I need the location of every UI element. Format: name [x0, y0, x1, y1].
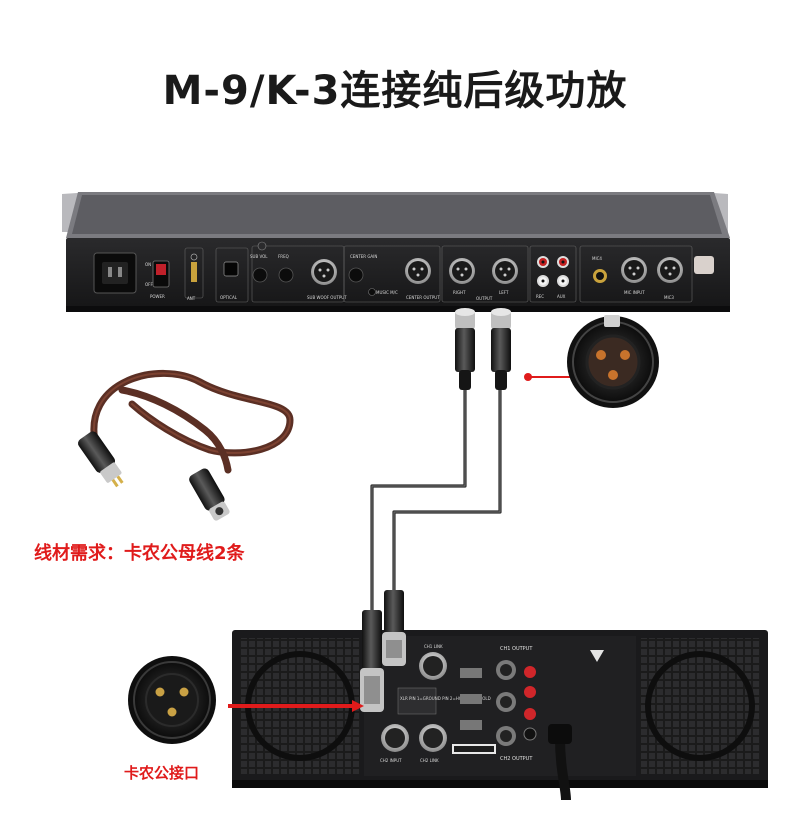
ch1-link-label: CH1 LINK	[424, 644, 443, 649]
amplifier-barcode-strip	[452, 744, 496, 754]
rec-label: REC	[536, 294, 544, 299]
cable-a	[370, 388, 467, 612]
ch2-link-label: CH2 LINK	[420, 758, 439, 763]
aux-label: AUX	[557, 294, 566, 299]
cable-requirement-label: 线材需求：卡农公母线2条	[34, 543, 245, 564]
ch2-output-label: CH2 OUTPUT	[500, 756, 533, 762]
left-label: LEFT	[499, 290, 509, 295]
music-mic-switch	[368, 288, 376, 296]
off-label: OFF	[145, 282, 153, 287]
page-title: M-9/K-3连接纯后级功放	[162, 68, 628, 114]
male-xlr-callout	[128, 656, 364, 744]
ch1-output-label: CH1 OUTPUT	[500, 646, 533, 652]
freq-knob	[278, 267, 294, 283]
center-gain-knob	[348, 267, 364, 283]
power-label: POWER	[150, 294, 165, 299]
on-label: ON	[145, 262, 151, 267]
xlr-male-label: 卡农公接口	[124, 764, 200, 782]
ch1-binding-post-red	[524, 666, 536, 678]
ch2-binding-post-black	[523, 727, 537, 741]
warning-triangle	[590, 650, 604, 662]
center-output-label: CENTER OUTPUT	[406, 295, 440, 300]
ant-label: ANT	[187, 296, 196, 301]
certification-sticker	[694, 256, 714, 274]
freq-label: FREQ	[278, 254, 289, 259]
pin-info-label: XLR PIN 1=GROUND PIN 2=HOT PIN 3=COLD	[400, 696, 491, 701]
amplifier-power-cable	[555, 737, 571, 801]
xlr-female-plug-right	[455, 308, 475, 390]
subwoofer-output-label: SUB WOOF OUTPUT	[307, 295, 347, 300]
output-label: OUTPUT	[476, 296, 493, 301]
mic-input-label: MIC INPUT	[624, 290, 645, 295]
right-label: RIGHT	[453, 290, 466, 295]
amplifier-rear-panel: PUT CH1 LINK CH2 INPUT CH2 LINK XLR PIN …	[232, 630, 768, 801]
music-mic-label: MUSIC M/C	[376, 290, 398, 295]
optical-label: OPTICAL	[220, 295, 238, 300]
ch2-input-label: CH2 INPUT	[380, 758, 402, 763]
sub-vol-knob	[252, 267, 268, 283]
xlr-male-plug-lower	[360, 610, 384, 712]
fan-grill-right	[640, 638, 760, 774]
optical-port	[223, 261, 239, 277]
processor-rear-panel: ON OFF POWER ANT OPTICAL SUB VOL FREQ	[62, 192, 730, 312]
ch2-binding-post-red	[524, 708, 536, 720]
sub-vol-label: SUB VOL	[250, 254, 268, 259]
antenna-connector	[191, 262, 197, 282]
xlr-female-plug-left	[491, 308, 511, 390]
center-gain-label: CENTER GAIN	[350, 254, 377, 259]
xlr-cable-product-image	[78, 369, 294, 521]
ch1-binding-post-red-2	[524, 686, 536, 698]
xlr-cables	[370, 388, 502, 612]
mic4-label: MIC4	[592, 256, 602, 261]
cable-b	[392, 388, 502, 594]
xlr-male-plug-upper	[382, 590, 406, 666]
female-xlr-callout	[524, 315, 659, 408]
mic3-label: MIC3	[664, 295, 674, 300]
